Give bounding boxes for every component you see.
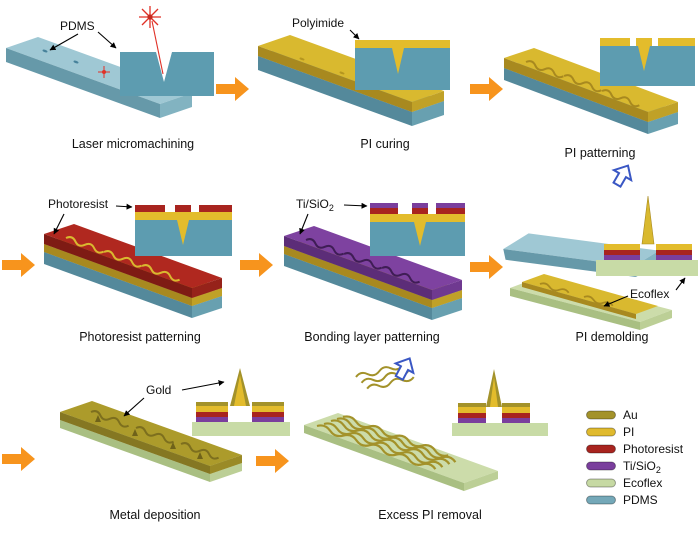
laser-spot-icon [98,66,110,78]
legend-label-sub: 2 [655,464,661,475]
serpentine-pattern [90,410,220,460]
gold-label: Gold [146,383,172,397]
step-caption: Excess PI removal [378,508,482,522]
pi-curing-art [258,29,450,126]
annotation-arrows [53,203,133,235]
legend-swatch [586,461,616,470]
flow-arrow [470,255,503,279]
legend-label: Ti/SiO2 [623,458,661,475]
serpentine-pattern [525,60,640,108]
legend-item-ecoflex: Ecoflex [586,475,683,490]
flow-arrow [216,77,249,101]
metal-deposition-art [60,368,290,482]
bonding-layer-slab [284,226,462,300]
photoresist-label: Photoresist [48,197,109,211]
gold-serpentine-mesh [316,415,457,470]
legend-label: PI [623,424,635,439]
annotation-arrows [603,277,686,307]
legend-swatch [586,478,616,487]
peel-arrow-icon [611,164,633,189]
ti-sio2-label: Ti/SiO2 [296,197,334,213]
ti-sio2-label-sub: 2 [328,203,334,213]
excess-pi-removal-art [304,357,548,491]
photoresist-slab [44,224,222,298]
pi-microneedle [641,195,655,245]
legend-label: Photoresist [623,441,684,456]
flow-arrow [470,77,503,101]
laser-icon [139,6,164,75]
legend-swatch [586,410,616,419]
ecoflex-label: Ecoflex [630,287,670,301]
pi-demolding-art [503,164,698,330]
step-caption: PI curing [360,137,410,151]
flow-arrow-shape [2,253,35,277]
flow-arrow-shape [256,449,289,473]
flow-arrow-shape [470,255,503,279]
flow-arrow [2,447,35,471]
cross-section-inset [600,38,695,86]
annotation-arrows [299,202,368,235]
cross-section-inset [452,369,548,436]
legend-item-pi: PI [586,424,683,439]
annotation-arrows [349,29,360,40]
flow-arrow [256,449,289,473]
pi-patterned-slab [504,48,678,122]
legend-item-photoresist: Photoresist [586,441,684,456]
cross-section-inset [120,52,214,96]
flow-arrow-shape [470,77,503,101]
peel-arrow-icon [393,357,415,382]
legend-item-au: Au [586,407,683,422]
annotation-arrows [123,380,225,417]
cross-section-inset [355,40,450,90]
step-caption: PI demolding [575,330,649,344]
laser-micromachining-art [6,6,214,118]
gold-coated-slab [60,401,242,474]
polyimide-label: Polyimide [292,16,345,30]
cross-section-inset [192,368,290,436]
flow-arrow-shape [240,253,273,277]
legend-label: PDMS [623,492,658,507]
legend-swatch [586,427,616,436]
step-caption: Photoresist patterning [79,330,201,344]
serpentine-pattern [65,236,181,282]
ti-sio2-label-main: Ti/SiO [296,197,329,211]
cross-section-inset [596,195,698,276]
step-caption: Bonding layer patterning [304,330,440,344]
step-caption: Metal deposition [109,508,201,522]
legend-swatch [586,495,616,504]
legend-label-main: Ti/SiO [623,458,656,473]
bonding-layer-patterning-art [284,202,465,320]
flow-arrow [2,253,35,277]
flow-arrow [240,253,273,277]
flow-arrow-shape [2,447,35,471]
microneedle-array [95,415,203,459]
annotation-arrows [49,31,117,51]
legend-item-pdms: PDMS [586,492,683,507]
pi-patterning-art [504,38,695,134]
legend-label: Ecoflex [623,475,663,490]
cross-section-inset [370,203,465,256]
step-caption: PI patterning [564,146,636,160]
step-caption: Laser micromachining [71,137,195,151]
flow-arrow-shape [216,77,249,101]
cross-section-inset [135,205,232,256]
legend-swatch [586,444,616,453]
pdms-label: PDMS [60,19,95,33]
photoresist-patterning-art [44,203,232,318]
legend-label: Au [623,407,638,422]
materials-legend: Au PI Photoresist Ti/SiO2 Ecoflex [586,407,684,507]
legend-item-ti-sio2: Ti/SiO2 [586,458,683,475]
pi-patterned-slab [522,274,658,319]
serpentine-pattern [305,238,421,284]
